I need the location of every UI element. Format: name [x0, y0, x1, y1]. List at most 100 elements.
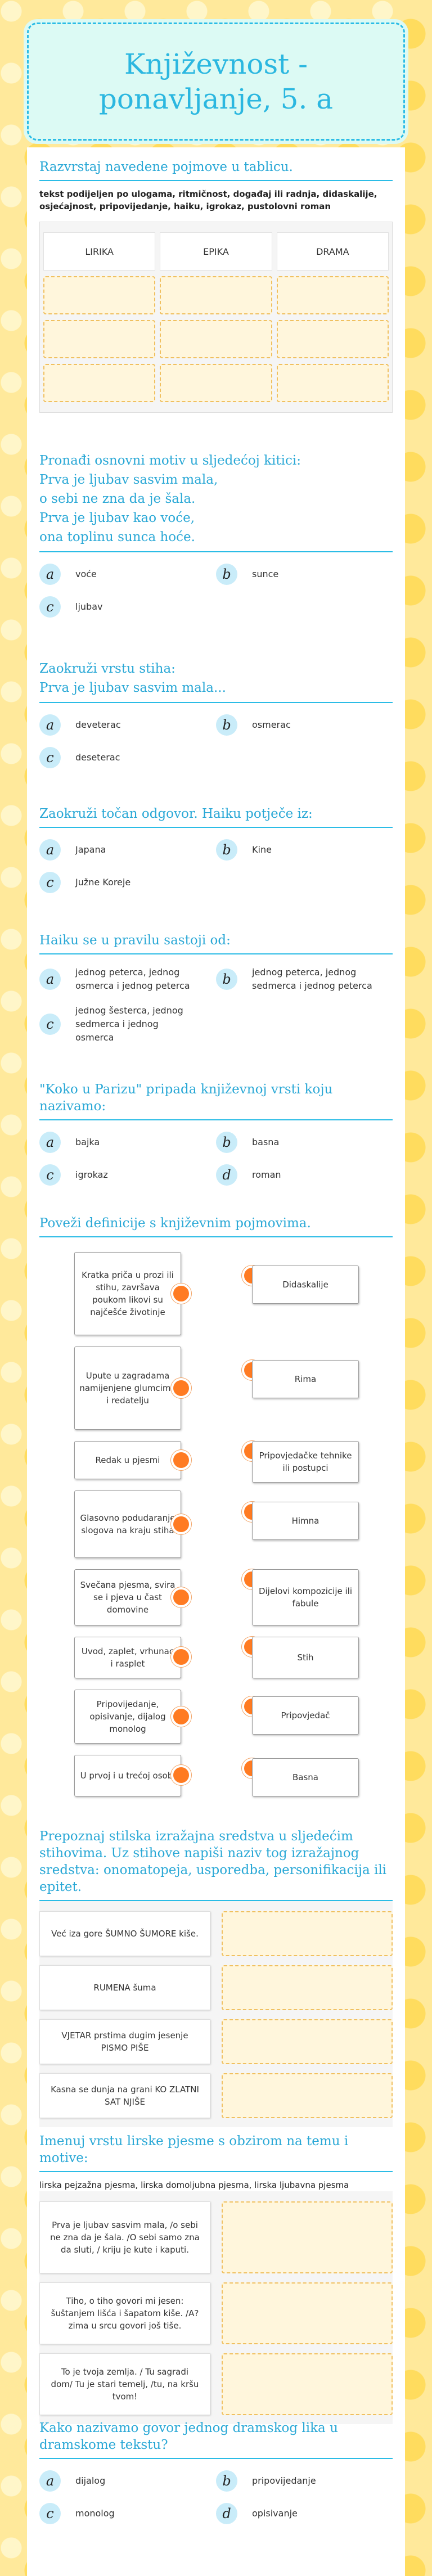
option-text: basna — [252, 1137, 280, 1147]
term-card[interactable]: Dijelovi kompozicije ili fabule — [252, 1569, 359, 1625]
question-monolog: Kako nazivamo govor jednog dramskog lika… — [39, 2420, 393, 2536]
question-lyric-types: Imenuj vrstu lirske pjesme s obzirom na … — [39, 2133, 393, 2424]
definition-card[interactable]: Glasovno podudaranje slogova na kraju st… — [74, 1490, 181, 1558]
drop-cell[interactable] — [160, 364, 272, 402]
term-card[interactable]: Stih — [252, 1637, 359, 1678]
option-letter: c — [39, 2503, 61, 2524]
matching-area: Kratka priča u prozi ili stihu, završava… — [39, 1243, 393, 1828]
poem-line: o sebi ne zna da je šala. — [39, 492, 196, 506]
drop-cell[interactable] — [160, 276, 272, 314]
answer-dropzone[interactable] — [222, 2073, 393, 2118]
pair-row: VJETAR prstima dugim jesenje PISMO PIŠE — [39, 2019, 393, 2064]
option-letter: a — [39, 969, 61, 990]
question-title: Zaokruži vrstu stiha: — [39, 661, 176, 676]
drop-cell[interactable] — [43, 320, 156, 358]
definition-card[interactable]: Uvod, zaplet, vrhunac i rasplet — [74, 1637, 181, 1678]
option-text: osmerac — [252, 719, 291, 730]
connector-dot[interactable] — [171, 1587, 191, 1607]
term-card[interactable]: Didaskalije — [252, 1266, 359, 1304]
poem-line: ona toplinu sunca hoće. — [39, 528, 393, 552]
answer-option[interactable]: b pripovijedanje — [216, 2470, 393, 2492]
connector-dot[interactable] — [171, 1450, 191, 1470]
page-title: Književnost - ponavljanje, 5. a — [98, 48, 334, 115]
answer-option[interactable]: c igrokaz — [39, 1164, 216, 1186]
worksheet-card: Razvrstaj navedene pojmove u tablicu. te… — [27, 147, 405, 2576]
definition-card[interactable]: Pripovijedanje, opisivanje, dijalog mono… — [74, 1690, 181, 1744]
poem-line: Prva je ljubav sasvim mala, — [39, 472, 218, 487]
option-letter: b — [216, 2470, 237, 2492]
answer-dropzone[interactable] — [222, 2019, 393, 2064]
term-card[interactable]: Rima — [252, 1360, 359, 1398]
definition-card[interactable]: Kratka priča u prozi ili stihu, završava… — [74, 1252, 181, 1335]
term-card[interactable]: Pripovjedač — [252, 1696, 359, 1735]
connector-dot[interactable] — [171, 1647, 191, 1667]
option-letter: a — [39, 2470, 61, 2492]
option-letter: c — [39, 1164, 61, 1186]
answer-dropzone[interactable] — [222, 2201, 393, 2273]
answer-dropzone[interactable] — [222, 1911, 393, 1956]
term-card[interactable]: Basna — [252, 1758, 359, 1796]
question-verse-type: Zaokruži vrstu stiha: Prva je ljubav sas… — [39, 659, 393, 780]
option-text: jednog peterca, jednog sedmerca i jednog… — [252, 967, 372, 991]
option-letter: b — [216, 714, 237, 736]
connector-dot[interactable] — [171, 1378, 191, 1398]
drop-cell[interactable] — [276, 276, 389, 314]
verse-card: RUMENA šuma — [39, 1965, 210, 2010]
drop-cell[interactable] — [276, 320, 389, 358]
option-text: voće — [75, 569, 97, 579]
definition-card[interactable]: U prvoj i u trećoj osobi — [74, 1755, 181, 1796]
verse-card: Kasna se dunja na grani KO ZLATNI SAT NJ… — [39, 2073, 210, 2118]
verse-card: Već iza gore ŠUMNO ŠUMORE kiše. — [39, 1911, 210, 1956]
sort-table: LIRIKA EPIKA DRAMA — [39, 222, 393, 413]
term-card[interactable]: Himna — [252, 1502, 359, 1540]
definition-card[interactable]: Upute u zagradama namijenjene glumcima i… — [74, 1346, 181, 1430]
option-letter: c — [39, 872, 61, 893]
drop-cell[interactable] — [43, 276, 156, 314]
term-card[interactable]: Pripovjedačke tehnike ili postupci — [252, 1441, 359, 1483]
definition-card[interactable]: Redak u pjesmi — [74, 1441, 181, 1479]
connector-dot[interactable] — [171, 1706, 191, 1727]
question-literary-kind: "Koko u Parizu" pripada književnoj vrsti… — [39, 1081, 393, 1197]
answer-pairs: Već iza gore ŠUMNO ŠUMORE kiše. RUMENA š… — [39, 1901, 393, 2127]
answer-dropzone[interactable] — [222, 2282, 393, 2344]
question-title: Poveži definicije s književnim pojmovima… — [39, 1215, 393, 1237]
question-title: Razvrstaj navedene pojmove u tablicu. — [39, 159, 393, 181]
connector-dot[interactable] — [171, 1514, 191, 1534]
pair-row: To je tvoja zemlja. / Tu sagradi dom/ Tu… — [39, 2353, 393, 2415]
definition-card[interactable]: Svečana pjesma, svira se i pjeva u čast … — [74, 1569, 181, 1625]
drop-cell[interactable] — [276, 364, 389, 402]
option-text: pripovijedanje — [252, 2475, 316, 2486]
answer-dropzone[interactable] — [222, 2353, 393, 2415]
drop-cell[interactable] — [160, 320, 272, 358]
connector-dot[interactable] — [171, 1284, 191, 1304]
answer-option[interactable]: b osmerac — [216, 714, 393, 736]
answer-dropzone[interactable] — [222, 1965, 393, 2010]
option-text: roman — [252, 1169, 281, 1180]
connector-dot[interactable] — [171, 1765, 191, 1785]
column-header-lirika: LIRIKA — [43, 232, 156, 271]
drop-cell[interactable] — [43, 364, 156, 402]
pair-row: Već iza gore ŠUMNO ŠUMORE kiše. — [39, 1911, 393, 1956]
option-text: igrokaz — [75, 1169, 108, 1180]
